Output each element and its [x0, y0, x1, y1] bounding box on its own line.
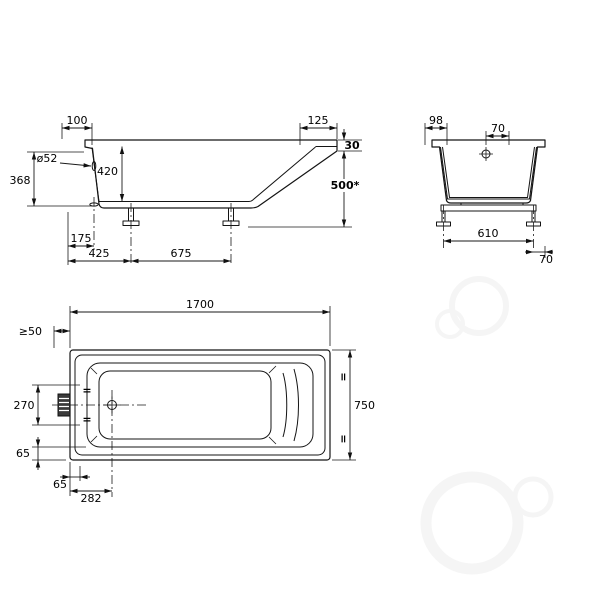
equal-mark-left-top: = — [82, 384, 91, 397]
dim-500: 500* — [248, 151, 361, 228]
dim-175: 175 — [67, 212, 94, 265]
dim-70-bottom-label: 70 — [539, 253, 553, 266]
dim-min50-label: ≥50 — [19, 325, 42, 338]
end-tub-shell-line — [442, 146, 535, 198]
plan-tub-body — [52, 349, 331, 497]
equality-marks: = = = = — [82, 372, 350, 443]
dim-282: 282 — [70, 488, 112, 505]
side-dimensions: 100 125 30 500* 368 — [10, 114, 362, 265]
equal-mark-right-top: = — [337, 372, 350, 381]
watermark — [420, 276, 554, 575]
dim-65-left-label: 65 — [16, 447, 30, 460]
dim-125-label: 125 — [308, 114, 329, 127]
end-dimensions: 98 70 610 70 — [424, 114, 553, 266]
dim-270: 270 — [14, 384, 80, 426]
plan-dimensions: 1700 ≥50 750 270 65 — [14, 298, 376, 505]
fitting-crosshair — [479, 147, 493, 161]
dim-100-label: 100 — [67, 114, 88, 127]
dim-100: 100 — [61, 114, 93, 145]
dim-750: 750 — [332, 349, 375, 461]
dim-675: 675 — [131, 247, 231, 264]
dim-125: 125 — [299, 114, 338, 145]
side-tub-inner-wall — [91, 146, 316, 202]
end-tub-inner-wall — [440, 146, 537, 200]
dim-30-label: 30 — [344, 139, 360, 152]
equal-mark-right-bottom: = — [337, 434, 350, 443]
mixer-block — [57, 393, 71, 417]
dim-420-label: 420 — [97, 165, 118, 178]
dim-70-top: 70 — [485, 122, 510, 145]
dim-dia52: ø52 — [37, 152, 92, 168]
dim-175-label: 175 — [71, 232, 92, 245]
backrest-contour-lines — [282, 368, 299, 442]
dim-70-bottom: 70 — [525, 246, 553, 266]
dim-368: 368 — [10, 151, 96, 207]
side-view: 100 125 30 500* 368 — [10, 114, 362, 265]
dim-65-left: 65 — [16, 437, 86, 470]
corner-transition-ticks — [90, 365, 277, 445]
dim-500-label: 500* — [331, 179, 360, 192]
dim-425: 425 — [68, 247, 131, 264]
dim-min50: ≥50 — [19, 325, 70, 348]
overflow-hole — [91, 161, 97, 171]
dim-425-label: 425 — [89, 247, 110, 260]
dim-282-label: 282 — [81, 492, 102, 505]
side-tub-outline — [84, 139, 338, 209]
dim-65-bottom: 65 — [53, 462, 90, 496]
dim-1700-label: 1700 — [186, 298, 214, 311]
dim-610: 610 — [443, 227, 534, 244]
plan-view: 1700 ≥50 750 270 65 — [14, 298, 376, 505]
dim-270-label: 270 — [14, 399, 35, 412]
rail-brackets — [460, 203, 524, 205]
dim-30: 30 — [338, 129, 362, 152]
end-tub-outline — [431, 139, 546, 204]
dim-675-label: 675 — [171, 247, 192, 260]
dim-65-bottom-label: 65 — [53, 478, 67, 491]
dim-420: 420 — [97, 146, 125, 202]
dim-98: 98 — [424, 114, 448, 145]
dim-98-label: 98 — [429, 114, 443, 127]
dim-750-label: 750 — [354, 399, 375, 412]
dim-dia52-label: ø52 — [37, 152, 58, 165]
dim-610-label: 610 — [478, 227, 499, 240]
side-tub-body — [84, 139, 338, 264]
end-view: 98 70 610 70 — [424, 114, 553, 266]
dim-1700: 1700 — [69, 298, 331, 348]
dim-70-top-label: 70 — [491, 122, 505, 135]
dim-368-label: 368 — [10, 174, 31, 187]
support-rail — [440, 204, 537, 212]
end-tub-body — [431, 139, 546, 248]
equal-mark-left-bottom: = — [82, 413, 91, 426]
